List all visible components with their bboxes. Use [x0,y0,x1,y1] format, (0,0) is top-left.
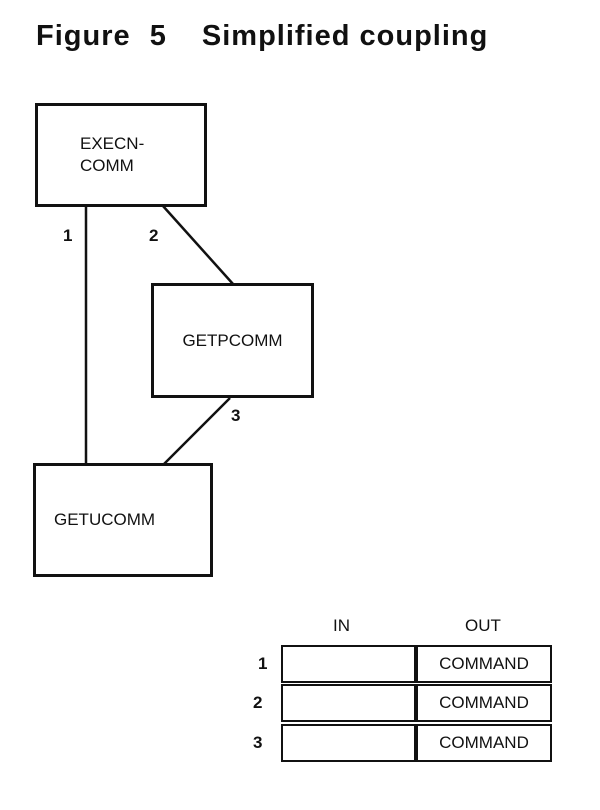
connector-2-label: 2 [149,226,159,245]
table-row-3-number: 3 [253,733,263,752]
connector-1-label: 1 [63,226,73,245]
module-execn-comm: EXECN- COMM [35,103,207,207]
figure-caption: Simplified coupling [201,20,489,52]
figure-label: Figure [36,20,131,52]
module-getpcomm: GETPCOMM [151,283,314,398]
table-header-in: IN [333,616,350,635]
table-row-1-in [281,645,416,683]
connector-2-line [162,205,234,285]
module-getpcomm-label: GETPCOMM [182,330,283,350]
table-header-out: OUT [465,616,501,635]
table-row-1-out: COMMAND [416,645,552,683]
table-row-2-out: COMMAND [416,684,552,722]
connector-3-label: 3 [231,406,241,425]
module-execn-comm-label: EXECN- COMM [80,134,145,175]
table-row-3-out: COMMAND [416,724,552,762]
connector-3-line [161,397,231,467]
table-row-1-number: 1 [258,654,268,673]
figure-number: 5 [149,20,167,52]
table-row-3-in [281,724,416,762]
module-getucomm: GETUCOMM [33,463,213,577]
module-getucomm-label: GETUCOMM [54,510,156,529]
table-row-2-in [281,684,416,722]
table-row-2-number: 2 [253,693,263,712]
figure-title: Figure 5 Simplified coupling [36,20,488,53]
